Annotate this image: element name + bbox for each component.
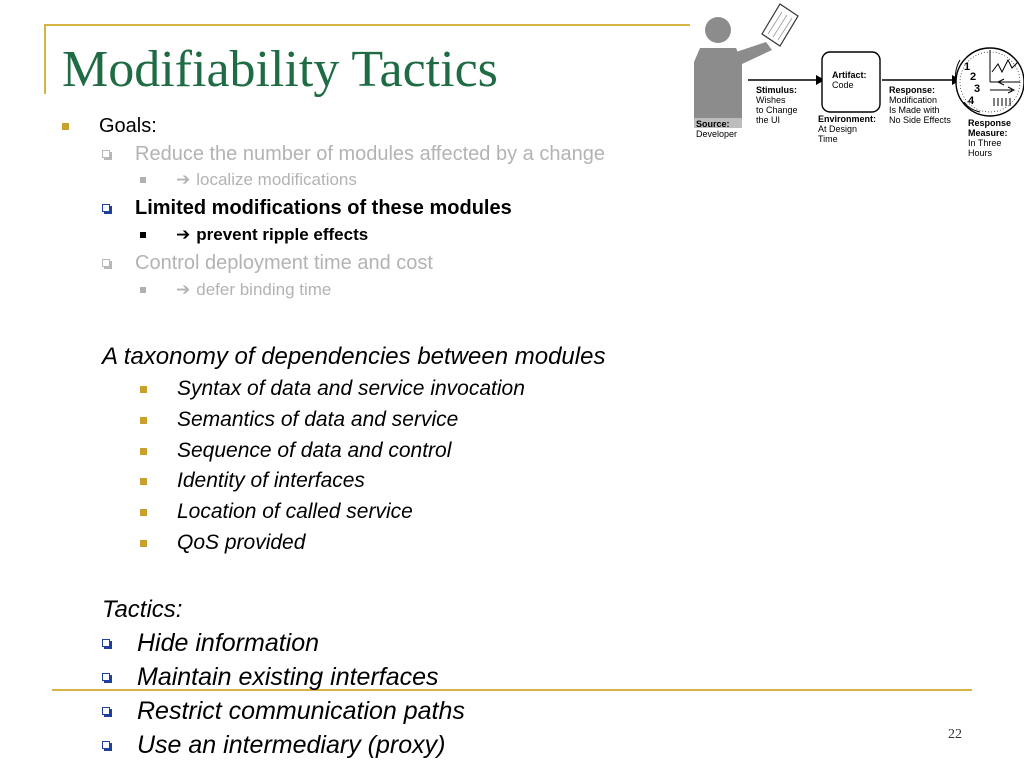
tactics-heading: Tactics: — [102, 596, 183, 623]
dial-number: 3 — [974, 83, 980, 95]
square-bullet-icon — [140, 385, 147, 393]
dial-number: 1 — [964, 61, 970, 73]
taxonomy-item-text: Semantics of data and service — [177, 408, 459, 431]
source-label: Source: — [696, 119, 730, 129]
response-line: No Side Effects — [889, 115, 951, 125]
arrow-right-icon: ➔ — [176, 225, 191, 244]
artifact-value: Code — [832, 80, 854, 90]
square-bullet-icon — [62, 122, 69, 130]
goal-subitem-text: defer binding time — [196, 280, 332, 299]
square-bullet-icon — [140, 477, 147, 485]
measure-line: In Three — [968, 138, 1001, 148]
goal-subitem-text: localize modifications — [196, 170, 357, 189]
checkbox-bullet-icon — [102, 707, 110, 715]
developer-figure-icon — [694, 17, 772, 128]
taxonomy-item: Semantics of data and service — [140, 408, 458, 432]
stimulus-line: to Change — [756, 105, 798, 115]
taxonomy-item: Sequence of data and control — [140, 439, 451, 463]
top-rule — [44, 24, 690, 26]
stimulus-line: Wishes — [756, 95, 786, 105]
tactic-item-text: Use an intermediary (proxy) — [137, 730, 446, 759]
tactic-item-text: Hide information — [137, 628, 320, 657]
square-bullet-icon — [140, 416, 147, 424]
goal-subitem-text: prevent ripple effects — [196, 225, 369, 244]
arrow-right-icon: ➔ — [176, 280, 191, 299]
arrowhead-icon — [816, 75, 825, 85]
goal-item-text: Reduce the number of modules affected by… — [135, 142, 605, 165]
taxonomy-item: Identity of interfaces — [140, 469, 365, 493]
measure-label: Response — [968, 118, 1011, 128]
goal-subitem: ➔ localize modifications — [140, 170, 357, 190]
dial-number: 4 — [968, 95, 975, 107]
goal-item: Control deployment time and cost — [102, 251, 433, 275]
checkbox-bullet-icon — [102, 259, 110, 267]
taxonomy-heading-row: A taxonomy of dependencies between modul… — [102, 342, 605, 372]
response-line: Is Made with — [889, 105, 940, 115]
document-icon — [761, 3, 799, 47]
taxonomy-item-text: QoS provided — [177, 531, 306, 554]
taxonomy-item-text: Syntax of data and service invocation — [177, 377, 525, 400]
tactic-item: Hide information — [102, 628, 319, 658]
checkbox-bullet-icon — [102, 204, 110, 212]
goal-item: Limited modifications of these modules — [102, 196, 512, 220]
environment-line: Time — [818, 134, 838, 144]
measure-line: Hours — [968, 148, 993, 158]
tactic-item-text: Restrict communication paths — [137, 696, 465, 725]
taxonomy-item-text: Identity of interfaces — [177, 469, 365, 492]
scenario-diagram: Source: Developer Stimulus: Wishes to Ch… — [694, 3, 1024, 158]
taxonomy-item: Location of called service — [140, 500, 413, 524]
tactic-item-text: Maintain existing interfaces — [137, 662, 439, 691]
taxonomy-heading: A taxonomy of dependencies between modul… — [102, 343, 606, 370]
square-bullet-icon — [140, 232, 146, 238]
dial-number: 2 — [970, 71, 976, 83]
square-bullet-icon — [140, 447, 147, 455]
page-number: 22 — [948, 727, 962, 742]
tactic-item: Use an intermediary (proxy) — [102, 730, 445, 760]
tactic-item: Restrict communication paths — [102, 696, 465, 726]
taxonomy-item-text: Sequence of data and control — [177, 439, 452, 462]
goal-item-text: Limited modifications of these modules — [135, 196, 512, 219]
taxonomy-item: QoS provided — [140, 531, 305, 555]
measure-label: Measure: — [968, 128, 1008, 138]
response-measure-dial-icon — [955, 47, 1024, 117]
taxonomy-item-text: Location of called service — [177, 500, 413, 523]
checkbox-bullet-icon — [102, 741, 110, 749]
goal-subitem: ➔ defer binding time — [140, 280, 331, 300]
arrow-right-icon: ➔ — [176, 170, 191, 189]
taxonomy-item: Syntax of data and service invocation — [140, 377, 525, 401]
artifact-label: Artifact: — [832, 70, 867, 80]
tactics-heading-row: Tactics: — [102, 595, 182, 625]
response-line: Modification — [889, 95, 937, 105]
square-bullet-icon — [140, 508, 147, 516]
goal-item-text: Control deployment time and cost — [135, 251, 433, 274]
goal-subitem: ➔ prevent ripple effects — [140, 225, 368, 245]
environment-label: Environment: — [818, 114, 876, 124]
stimulus-label: Stimulus: — [756, 85, 797, 95]
response-label: Response: — [889, 85, 935, 95]
checkbox-bullet-icon — [102, 150, 110, 158]
slide-title: Modifiability Tactics — [62, 41, 498, 98]
square-bullet-icon — [140, 539, 147, 547]
checkbox-bullet-icon — [102, 639, 110, 647]
goals-bullet-row: Goals: — [62, 115, 157, 137]
square-bullet-icon — [140, 287, 146, 293]
goals-label: Goals: — [99, 114, 157, 137]
square-bullet-icon — [140, 177, 146, 183]
bottom-rule — [52, 689, 972, 691]
source-value: Developer — [696, 129, 737, 139]
left-rule — [44, 24, 46, 94]
checkbox-bullet-icon — [102, 673, 110, 681]
artifact-box — [821, 51, 881, 113]
stimulus-line: the UI — [756, 115, 780, 125]
goal-item: Reduce the number of modules affected by… — [102, 142, 605, 166]
tactic-item: Maintain existing interfaces — [102, 662, 439, 692]
environment-line: At Design — [818, 124, 857, 134]
